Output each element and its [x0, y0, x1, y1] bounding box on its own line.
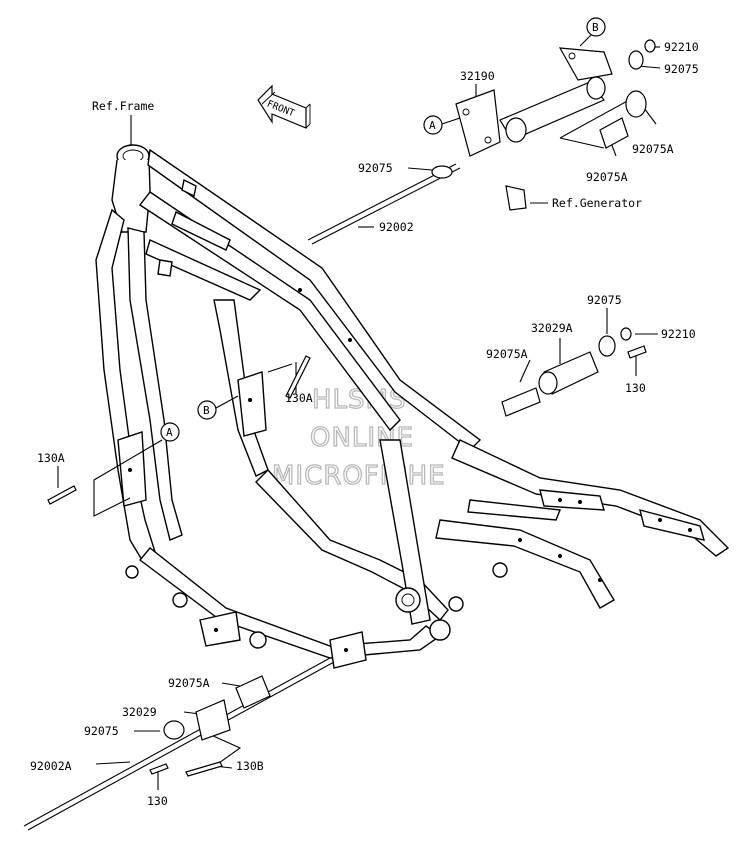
circle-marker-B-mid: B [197, 400, 217, 420]
circle-letter-A-left: A [166, 426, 173, 439]
circle-letter-B-mid: B [203, 404, 210, 417]
circle-letters: B A A B [160, 17, 606, 442]
label-92075A-right: 92075A [632, 142, 674, 156]
label-92002A: 92002A [30, 759, 72, 773]
circle-letter-B-top: B [592, 21, 599, 34]
label-130A-mid: 130A [285, 391, 313, 405]
circle-marker-B-top: B [586, 17, 606, 37]
watermark: HLSMS ONLINE MICROFICHE [271, 384, 446, 491]
label-130A-left: 130A [37, 451, 65, 465]
label-92075-bottom: 92075 [84, 724, 119, 738]
label-92210-mid: 92210 [661, 327, 696, 341]
callout-labels: Ref.Frame 32190 92075 92002 Ref.Generato… [30, 40, 699, 808]
parts [47, 39, 656, 777]
front-arrow-icon: FRONT [257, 84, 311, 129]
label-32190: 32190 [460, 69, 495, 83]
circle-letter-A-top: A [429, 119, 436, 132]
label-ref-generator: Ref.Generator [552, 196, 642, 210]
label-92075-top-left: 92075 [358, 161, 393, 175]
label-92075A-mid-left: 92075A [486, 347, 528, 361]
label-130-bottom: 130 [147, 794, 168, 808]
label-ref-frame: Ref.Frame [92, 99, 154, 113]
label-92075-top-right: 92075 [664, 62, 699, 76]
label-92210-top: 92210 [664, 40, 699, 54]
circle-marker-A-top: A [423, 115, 443, 135]
label-130B: 130B [236, 759, 264, 773]
label-130-mid: 130 [625, 381, 646, 395]
circle-marker-A-left: A [160, 422, 180, 442]
leader-lines [23, 33, 661, 831]
label-92075A-mid: 92075A [586, 170, 628, 184]
label-32029A: 32029A [531, 321, 573, 335]
label-92075A-bottom: 92075A [168, 676, 210, 690]
watermark-line-3: MICROFICHE [272, 461, 446, 491]
motorcycle-frame [95, 144, 730, 669]
label-92002-top: 92002 [379, 220, 414, 234]
label-32029: 32029 [122, 705, 157, 719]
label-92075-mid: 92075 [587, 293, 622, 307]
